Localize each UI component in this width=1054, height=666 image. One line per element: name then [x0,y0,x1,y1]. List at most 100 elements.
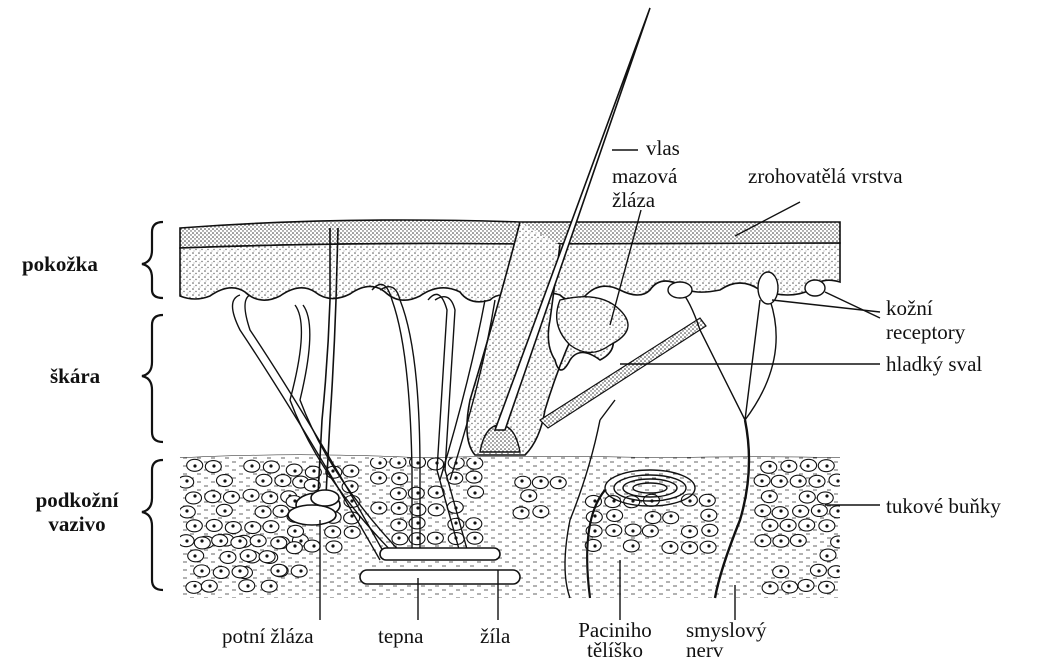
fat-cell-nucleus [397,506,400,509]
fat-cell-nucleus [312,544,315,547]
fat-cell [682,542,698,554]
fat-cell-nucleus [416,521,419,524]
fat-cell-nucleus [779,509,782,512]
label-epidermis: pokožka [22,252,98,276]
fat-cell [286,542,302,554]
label-sebaceous-line1: mazová [612,164,677,188]
fat-cell [225,522,241,534]
fat-cell-nucleus [669,514,672,517]
fat-cell-nucleus [269,494,272,497]
fat-cell [799,519,815,531]
fat-cell [532,477,548,489]
fat-cell-nucleus [779,569,782,572]
fat-cell [428,504,444,516]
fat-cell [642,525,658,537]
fat-cell [645,512,661,524]
fat-cell [291,565,307,577]
fat-cell-nucleus [293,544,296,547]
fat-cell [245,522,261,534]
fat-cell-nucleus [231,494,234,497]
fat-cell-nucleus [558,479,561,482]
fat-cell-nucleus [836,569,839,572]
fat-cell [262,492,278,504]
fat-cell-nucleus [779,479,782,482]
fat-cell [790,534,806,546]
fat-cell-nucleus [787,524,790,527]
label-sweat-gland: potní žláza [222,624,314,648]
fat-cell-nucleus [520,479,523,482]
label-dermis: škára [50,364,100,388]
fat-cell-nucleus [193,584,196,587]
fat-cell [408,487,424,499]
fat-cell [762,582,778,594]
fat-cell-nucleus [350,484,353,487]
fat-cell-nucleus [669,544,672,547]
fat-cell-nucleus [200,569,203,572]
fat-cell [220,551,236,563]
fat-cell [428,458,444,470]
fat-cell-nucleus [280,509,283,512]
fat-cell-nucleus [768,524,771,527]
fat-cell-nucleus [299,539,302,542]
fat-cell-nucleus [293,469,296,472]
fat-cell [828,566,844,578]
label-nerve-line2: nerv [686,640,767,660]
fat-cell [186,492,202,504]
fat-cell-nucleus [539,509,542,512]
label-hypodermis-line1: podkožní [12,488,142,512]
fat-cell-nucleus [350,529,353,532]
fat-cell-nucleus [760,509,763,512]
fat-cell-nucleus [825,554,828,557]
fat-cell-nucleus [312,484,315,487]
fat-cell [194,537,210,549]
fat-cell-nucleus [650,514,653,517]
label-sensory-nerve: smyslový nerv [686,620,767,660]
fat-cell-nucleus [787,464,790,467]
fat-cell [761,461,777,473]
fat-cell-nucleus [416,506,419,509]
fat-cell-nucleus [707,529,710,532]
fat-cell-nucleus [208,584,211,587]
fat-cell [699,494,715,506]
fat-cell-nucleus [836,539,839,542]
fat-cell-nucleus [539,479,542,482]
fat-cell-nucleus [593,529,596,532]
fat-cell-nucleus [806,584,809,587]
label-receptors-line1: kožní [886,296,965,320]
fat-cell-nucleus [473,491,476,494]
fat-cell-nucleus [825,584,828,587]
label-nerve-line1: smyslový [686,620,767,640]
fat-cell-nucleus [350,499,353,502]
fat-cell-nucleus [212,464,215,467]
fat-cell-nucleus [212,524,215,527]
fat-cell-nucleus [223,479,226,482]
fat-cell-nucleus [435,491,438,494]
fat-cell-nucleus [825,524,828,527]
label-fat-cells: tukové buňky [886,494,1001,518]
fat-cell [817,492,833,504]
fat-cell [427,532,443,544]
fat-cell [271,537,287,549]
fat-cell-nucleus [250,494,253,497]
fat-cell-nucleus [223,509,226,512]
fat-cell-nucleus [269,464,272,467]
fat-cell-nucleus [768,464,771,467]
fat-cell-nucleus [473,461,476,464]
label-pacinian-corpuscle: Paciniho tělíško [560,620,670,660]
fat-cell [771,475,787,487]
label-smooth-muscle: hladký sval [886,352,982,376]
fat-cell-nucleus [193,524,196,527]
fat-cell-nucleus [200,539,203,542]
fat-cell-nucleus [520,509,523,512]
fat-cell-nucleus [817,509,820,512]
label-vein: žíla [480,624,510,648]
fat-cell-nucleus [688,499,691,502]
fat-cell-nucleus [416,491,419,494]
layer-braces [142,222,163,590]
label-hair: vlas [646,136,680,160]
fat-cell-nucleus [250,524,253,527]
label-hypodermis-line2: vazivo [12,512,142,536]
fat-cell [261,580,277,592]
fat-cell [663,512,679,524]
fat-cell-nucleus [293,529,296,532]
